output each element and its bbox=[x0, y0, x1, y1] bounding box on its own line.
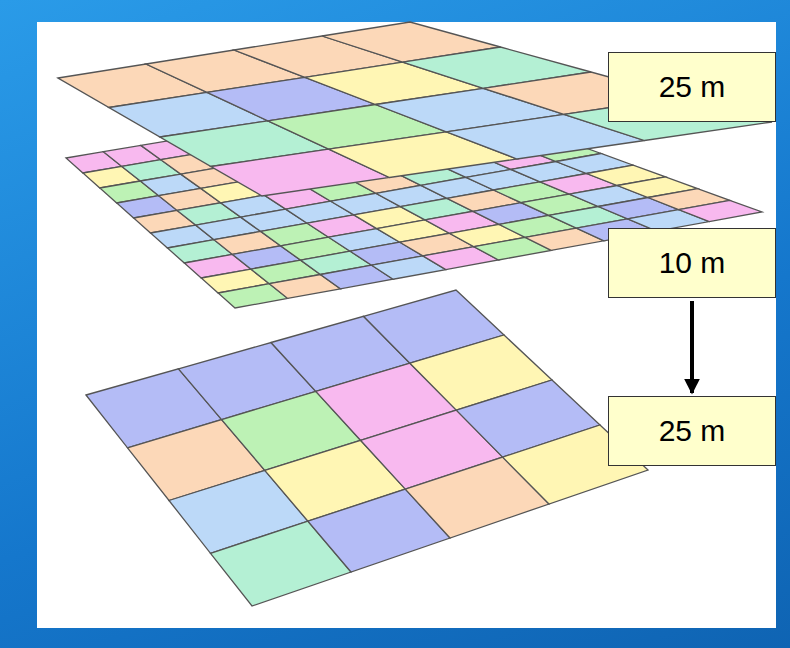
scale-label-box: 25 m bbox=[608, 52, 776, 122]
scale-label: 25 m bbox=[659, 70, 726, 104]
flow-arrow bbox=[690, 301, 694, 393]
scale-label: 10 m bbox=[659, 246, 726, 280]
raster-grid bbox=[86, 290, 648, 606]
scale-label: 25 m bbox=[659, 414, 726, 448]
scale-label-box: 10 m bbox=[608, 228, 776, 298]
scale-label-box: 25 m bbox=[608, 396, 776, 466]
raster-cell bbox=[679, 200, 762, 221]
